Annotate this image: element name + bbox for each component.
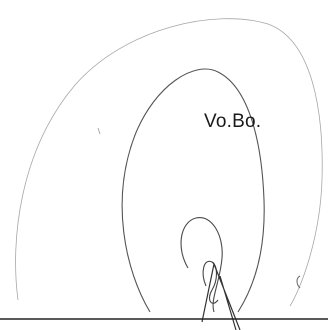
approval-annotation: Vo.Bo. [204, 111, 262, 132]
signature-stray-mark [296, 275, 301, 289]
signature-downstroke [201, 261, 241, 330]
signature-curl [202, 260, 219, 304]
signature-tick-mark [97, 127, 101, 135]
signature-inner-loop [180, 217, 223, 313]
signature-outer-loop [15, 18, 323, 307]
signature-middle-loop [121, 68, 265, 313]
